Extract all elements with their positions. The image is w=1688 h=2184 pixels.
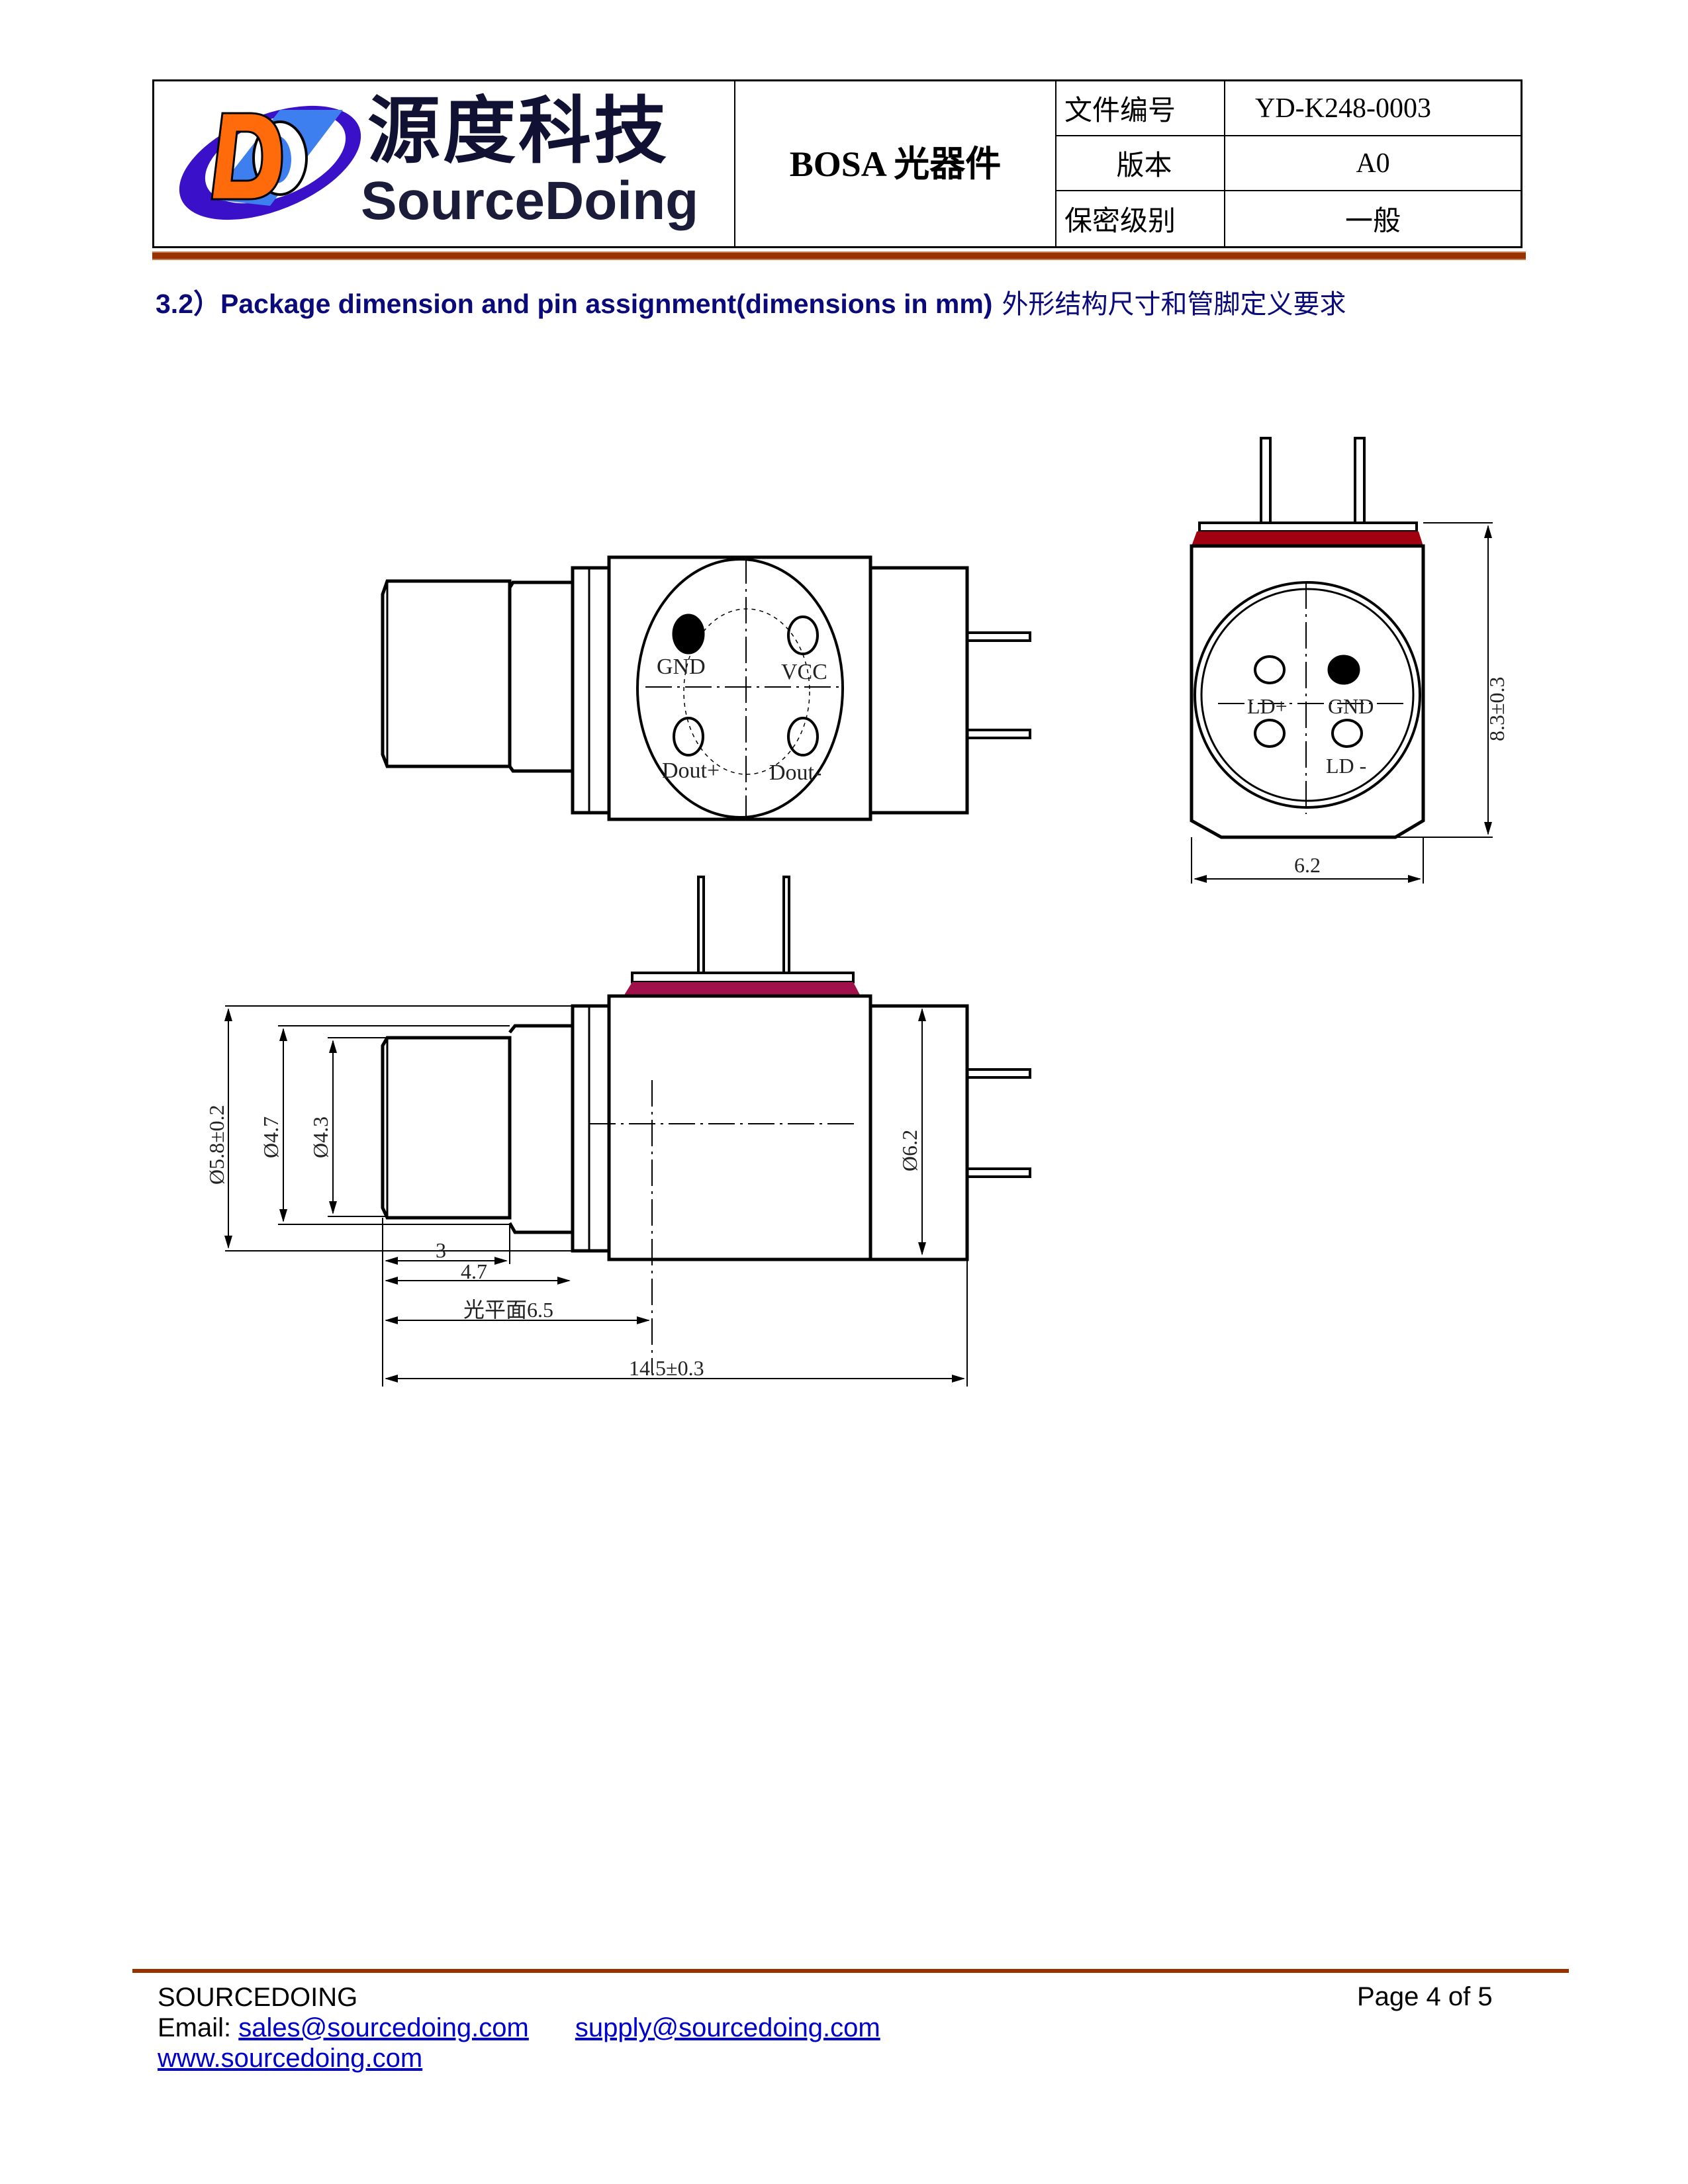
logo-english-name: SourceDoing <box>361 171 699 231</box>
side-dim-total-length: 14.5±0.3 <box>629 1356 704 1380</box>
top-pin-label-gnd: GND <box>657 655 706 679</box>
section-heading: 3.2）Package dimension and pin assignment… <box>156 281 1346 321</box>
end-pin-label-ld-minus: LD - <box>1326 754 1366 778</box>
end-width-dimension: 6.2 <box>1294 853 1321 877</box>
page-number: Page 4 of 5 <box>1357 1982 1493 2011</box>
side-dim-length-4-7: 4.7 <box>461 1259 487 1283</box>
end-view-drawing <box>1190 437 1493 884</box>
document-header-table: 源度科技 SourceDoing BOSA 光器件 文件编号 版本 保密级别 Y… <box>152 79 1523 248</box>
header-divider <box>152 251 1526 260</box>
side-dim-body-diameter: Ø6.2 <box>898 1130 921 1171</box>
website-link[interactable]: www.sourcedoing.com <box>158 2044 423 2073</box>
footer-divider <box>132 1969 1569 1973</box>
product-title-cell: BOSA 光器件 <box>735 81 1056 246</box>
end-pin-label-ld-plus: LD+ <box>1247 694 1288 718</box>
footer-company: SOURCEDOING <box>158 1983 358 2012</box>
side-view-drawing <box>224 876 1031 1387</box>
field-label-version: 版本 <box>1056 136 1224 191</box>
field-labels: 文件编号 版本 保密级别 <box>1056 81 1225 246</box>
side-dim-outer-diameter: Ø5.8±0.2 <box>205 1105 228 1185</box>
field-label-confidentiality: 保密级别 <box>1064 206 1176 237</box>
end-height-dimension: 8.3±0.3 <box>1485 676 1509 741</box>
logo-cell: 源度科技 SourceDoing <box>154 81 735 246</box>
field-label-doc-number: 文件编号 <box>1056 81 1224 136</box>
top-pin-label-vcc: VCC <box>781 660 827 684</box>
top-view-drawing <box>381 555 1031 821</box>
package-dimension-drawing: GND VCC Dout+ Dout- LD+ GND LD - 6.2 8.3… <box>205 437 1509 1387</box>
email-link-supply[interactable]: supply@sourcedoing.com <box>575 2013 880 2042</box>
product-title: BOSA 光器件 <box>789 144 1002 184</box>
side-dim-inner-diameter: Ø4.3 <box>308 1116 332 1158</box>
company-logo-icon <box>179 105 361 220</box>
side-dim-length-3: 3 <box>436 1238 446 1262</box>
footer-email-label: Email: <box>158 2013 239 2042</box>
section-title-cn: 外形结构尺寸和管脚定义要求 <box>1002 289 1346 320</box>
side-dim-mid-diameter: Ø4.7 <box>259 1116 283 1158</box>
top-pin-label-dout-plus: Dout+ <box>662 758 720 783</box>
field-values: YD-K248-0003 A0 一般 <box>1225 81 1521 246</box>
end-pin-label-gnd: GND <box>1328 694 1374 718</box>
top-pin-label-dout-minus: Dout- <box>769 760 821 785</box>
field-value-doc-number: YD-K248-0003 <box>1225 81 1521 136</box>
field-value-version: A0 <box>1225 136 1521 191</box>
field-value-confidentiality: 一般 <box>1344 206 1401 237</box>
side-dim-optical-plane: 光平面6.5 <box>463 1298 553 1322</box>
section-title: Package dimension and pin assignment(dim… <box>220 289 993 319</box>
section-number: 3.2） <box>156 289 220 319</box>
footer-email-line: Email: sales@sourcedoing.com supply@sourc… <box>158 2013 880 2043</box>
email-link-sales[interactable]: sales@sourcedoing.com <box>238 2013 529 2042</box>
footer: SOURCEDOING Email: sales@sourcedoing.com… <box>158 1982 880 2073</box>
logo-chinese-name: 源度科技 <box>367 89 669 173</box>
